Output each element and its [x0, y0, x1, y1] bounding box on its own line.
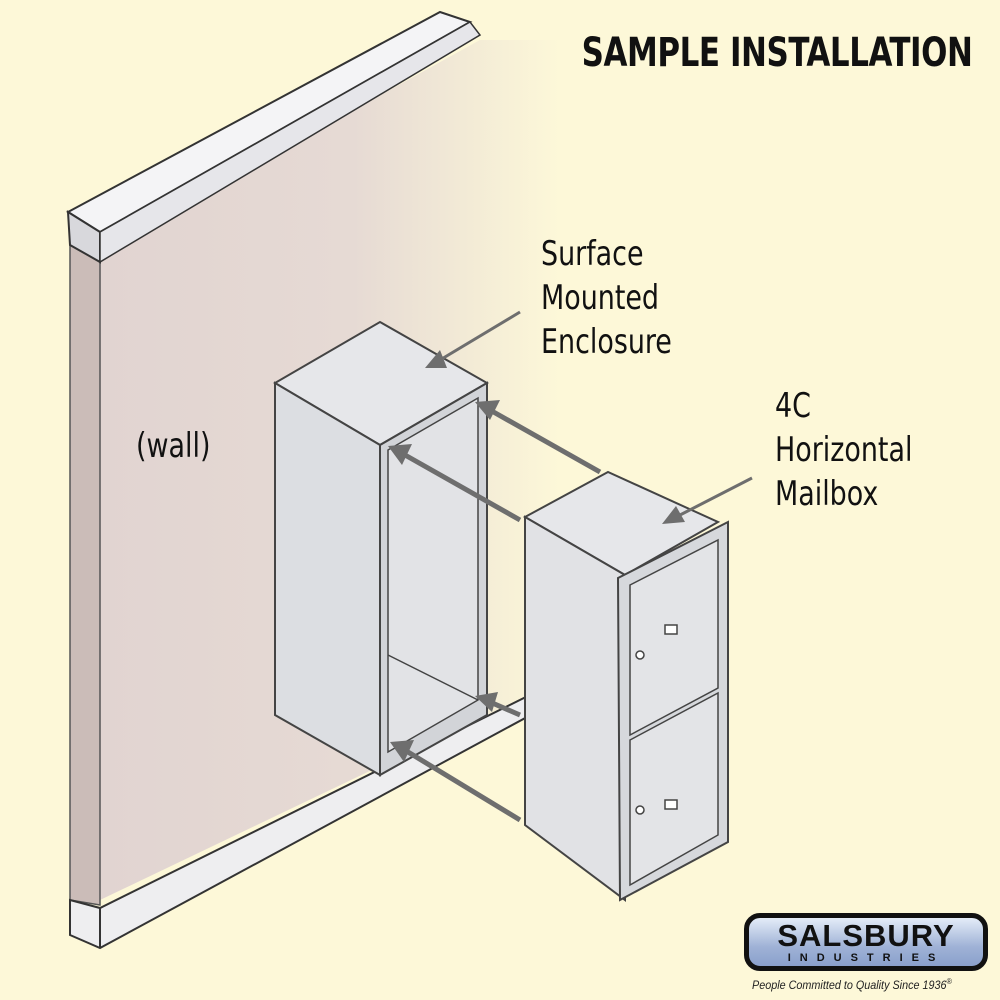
mailbox-label-line: 4C: [775, 386, 811, 426]
enclosure-label: Surface Mounted Enclosure: [541, 232, 672, 364]
wall-label: (wall): [136, 426, 211, 466]
enclosure-label-line: Mounted: [541, 278, 660, 318]
salsbury-logo: SALSBURY INDUSTRIES: [744, 913, 988, 971]
registered-mark: ®: [946, 977, 952, 986]
enclosure-label-line: Surface: [541, 234, 644, 274]
4c-horizontal-mailbox: [522, 470, 729, 902]
mailbox-label: 4C Horizontal Mailbox: [775, 384, 912, 516]
surface-mounted-enclosure: [273, 320, 490, 777]
mailbox-label-line: Horizontal: [775, 430, 913, 470]
arrows: [388, 310, 753, 823]
page-title: SAMPLE INSTALLATION: [581, 30, 972, 76]
tagline-text: People Committed to Quality Since 1936: [752, 978, 947, 992]
enclosure-label-line: Enclosure: [541, 322, 672, 362]
logo-sub: INDUSTRIES: [787, 952, 945, 964]
logo-tagline: People Committed to Quality Since 1936®: [752, 977, 952, 992]
logo-name: SALSBURY: [777, 918, 955, 953]
mailbox-label-line: Mailbox: [775, 474, 879, 514]
